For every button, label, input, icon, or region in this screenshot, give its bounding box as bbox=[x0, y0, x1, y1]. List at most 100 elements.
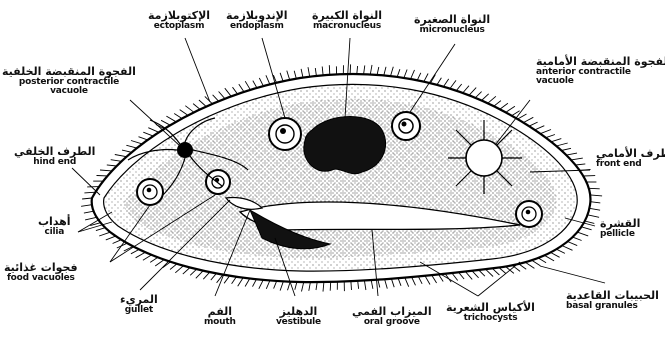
cilium bbox=[482, 94, 489, 101]
cilium bbox=[143, 255, 152, 260]
cilium bbox=[540, 130, 551, 134]
food-vacuole bbox=[206, 170, 230, 194]
label-posterior-vacuole-en2: vacuole bbox=[2, 87, 136, 96]
cilium bbox=[238, 278, 243, 287]
label-ectoplasm: الإكتوبلازمة ectoplasm bbox=[148, 10, 210, 31]
label-vestibule-en: vestibule bbox=[276, 318, 321, 327]
cilium bbox=[266, 75, 270, 84]
cilium bbox=[370, 65, 372, 75]
cilium bbox=[219, 92, 225, 99]
label-micronucleus-en: micronucleus bbox=[414, 26, 490, 35]
cilium bbox=[259, 280, 263, 289]
cilium bbox=[397, 69, 400, 77]
cilium bbox=[588, 215, 600, 218]
label-front-end-en: front end bbox=[596, 160, 665, 169]
label-hind-end: الطرف الخلفي hind end bbox=[14, 146, 95, 167]
label-endoplasm-en: endoplasm bbox=[226, 22, 288, 31]
cilium bbox=[378, 280, 380, 288]
cilium bbox=[329, 65, 330, 75]
cilium bbox=[239, 84, 244, 92]
label-mouth-ar: الفم bbox=[204, 306, 236, 318]
label-trichocysts-en: trichocysts bbox=[446, 314, 535, 323]
cilium bbox=[589, 188, 600, 189]
cilium bbox=[529, 122, 538, 126]
cilium bbox=[245, 279, 250, 287]
label-basal-granules: الحبيبات القاعدية basal granules bbox=[566, 290, 659, 311]
cilium bbox=[259, 78, 263, 86]
cilium bbox=[288, 282, 291, 291]
label-anterior-vacuole-ar: الفجوة المنقبضة الأمامية bbox=[536, 56, 665, 68]
cilium bbox=[351, 281, 352, 290]
cilium bbox=[445, 274, 451, 282]
cilium bbox=[562, 246, 572, 251]
cilium bbox=[472, 271, 479, 278]
cilium bbox=[316, 282, 317, 290]
cilium bbox=[190, 269, 196, 275]
label-vestibule-ar: الدهليز bbox=[276, 306, 321, 318]
label-oral-groove-en: oral groove bbox=[352, 318, 432, 327]
label-cilia-ar: أهداب bbox=[38, 216, 71, 228]
cilium bbox=[358, 281, 359, 289]
cilium bbox=[139, 137, 148, 140]
label-trichocysts-ar: الأكياس الشعرية bbox=[446, 302, 535, 314]
cilium bbox=[115, 155, 127, 157]
micronucleus bbox=[392, 112, 420, 140]
label-anterior-vacuole-en2: vacuole bbox=[536, 77, 665, 86]
label-gullet: المريء gullet bbox=[120, 294, 158, 315]
cilium bbox=[163, 262, 171, 268]
label-food-vacuoles: فجوات غذائية food vacuoles bbox=[4, 262, 78, 283]
cilium bbox=[96, 228, 105, 231]
cilium bbox=[224, 276, 230, 284]
cilium bbox=[384, 67, 386, 76]
cilium bbox=[302, 282, 304, 291]
cilium bbox=[280, 281, 283, 290]
cilium bbox=[266, 281, 270, 289]
cilium bbox=[551, 252, 560, 257]
cilium bbox=[425, 276, 430, 285]
cilium bbox=[203, 272, 210, 279]
cilium bbox=[385, 279, 388, 288]
cilium bbox=[523, 117, 533, 122]
cilium bbox=[568, 242, 578, 246]
cilium bbox=[225, 88, 231, 96]
cilium bbox=[494, 101, 501, 107]
label-hind-end-ar: الطرف الخلفي bbox=[14, 146, 95, 158]
cilium bbox=[463, 86, 469, 93]
cilium bbox=[82, 198, 92, 199]
cilium bbox=[232, 277, 237, 284]
cilium bbox=[561, 148, 571, 150]
cilium bbox=[175, 266, 183, 273]
cilium bbox=[122, 150, 132, 152]
cilium bbox=[106, 236, 116, 240]
cilium bbox=[546, 135, 555, 138]
cilium bbox=[506, 106, 515, 112]
cilium bbox=[136, 252, 146, 258]
cilium bbox=[391, 279, 394, 288]
label-macronucleus-en: macronucleus bbox=[312, 22, 382, 31]
label-micronucleus-ar: النواة الصغيرة bbox=[414, 14, 490, 26]
cilium bbox=[571, 158, 583, 160]
cilium bbox=[301, 69, 303, 78]
cilium bbox=[551, 139, 561, 142]
cilium bbox=[437, 78, 442, 85]
cilium bbox=[323, 282, 324, 292]
cilium bbox=[432, 275, 437, 283]
cilium bbox=[99, 232, 110, 236]
cilium bbox=[590, 195, 602, 196]
cilium bbox=[398, 278, 401, 286]
cilium bbox=[535, 126, 545, 130]
label-macronucleus: النواة الكبيرة macronucleus bbox=[312, 10, 382, 31]
cilium bbox=[573, 237, 582, 240]
label-macronucleus-ar: النواة الكبيرة bbox=[312, 10, 382, 22]
cilium bbox=[590, 202, 600, 203]
label-mouth: الفم mouth bbox=[204, 306, 236, 327]
cilium bbox=[131, 141, 142, 144]
cilium bbox=[213, 95, 219, 101]
label-front-end: الطرف الأمامي front end bbox=[596, 148, 665, 169]
cilium bbox=[81, 205, 92, 207]
cilium bbox=[131, 249, 139, 253]
label-basal-granules-ar: الحبيبات القاعدية bbox=[566, 290, 659, 302]
cilium bbox=[174, 114, 182, 119]
cilium bbox=[294, 71, 296, 79]
